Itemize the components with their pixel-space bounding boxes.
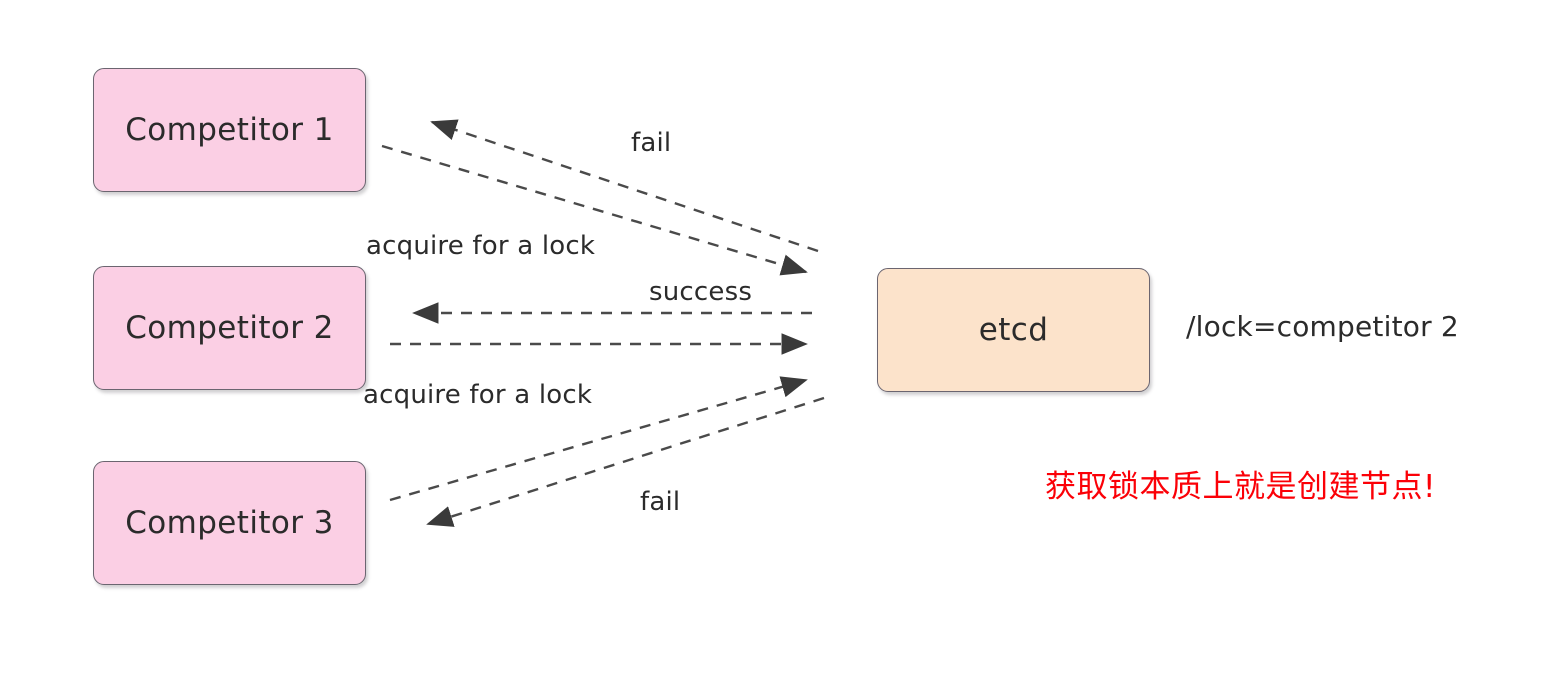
edge-label-c1-acquire: acquire for a lock [366, 231, 596, 261]
annotation-lock-value: /lock=competitor 2 [1186, 310, 1459, 343]
node-etcd[interactable]: etcd [877, 268, 1150, 392]
edge-label-c3-fail: fail [640, 487, 681, 517]
annotation-note-chinese: 获取锁本质上就是创建节点! [1045, 469, 1436, 505]
edge-c3-request [389, 376, 808, 502]
edge-label-c1-fail: fail [631, 128, 672, 158]
edge-c1-request [381, 144, 808, 276]
node-etcd-label: etcd [978, 312, 1049, 348]
edge-c3-reply [426, 396, 825, 527]
node-competitor-2[interactable]: Competitor 2 [93, 266, 366, 390]
edge-label-c2-success: success [649, 277, 753, 307]
node-competitor-3-label: Competitor 3 [125, 505, 334, 541]
node-competitor-3[interactable]: Competitor 3 [93, 461, 366, 585]
edge-c1-reply [430, 119, 819, 253]
edge-label-c3-acquire: acquire for a lock [363, 380, 593, 410]
node-competitor-2-label: Competitor 2 [125, 310, 334, 346]
node-competitor-1[interactable]: Competitor 1 [93, 68, 366, 192]
node-competitor-1-label: Competitor 1 [125, 112, 334, 148]
